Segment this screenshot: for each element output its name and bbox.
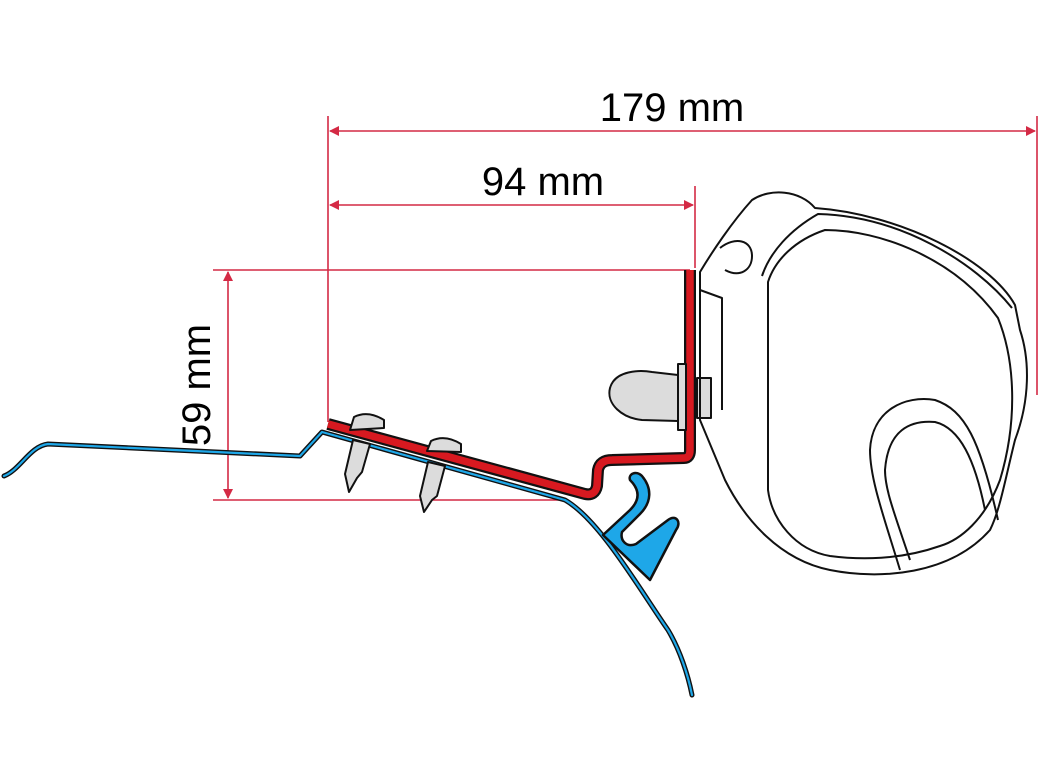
dimension-label-179: 179 mm: [600, 86, 745, 130]
dimension-lines: [213, 116, 1038, 501]
dimension-label-94: 94 mm: [482, 160, 604, 204]
awning-housing: [699, 191, 1028, 576]
gutter-hook: [601, 471, 680, 582]
dimension-label-59: 59 mm: [175, 324, 219, 446]
vehicle-roof-profile: [1, 429, 695, 698]
screw: [419, 437, 462, 513]
screw: [344, 413, 385, 493]
adapter-bracket: [326, 270, 696, 501]
